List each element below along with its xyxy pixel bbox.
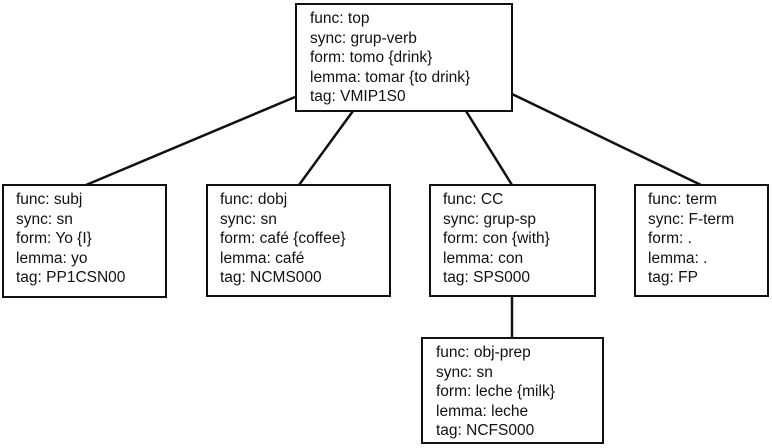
node-func: func: obj-prep (436, 344, 531, 361)
node-sync: sync: sn (436, 363, 493, 381)
node-sync: sync: grup-verb (310, 29, 417, 47)
edge-top-to-cc (464, 110, 514, 186)
node-sync: sync: F-term (648, 210, 735, 228)
edge-top-to-dobj (297, 110, 355, 186)
node-func: func: top (310, 10, 370, 27)
node-func: func: CC (443, 191, 504, 208)
node-subj: func: subj sync: sn form: Yo {I} lemma: … (2, 184, 167, 298)
node-tag: tag: PP1CSN00 (16, 269, 126, 286)
node-tag: tag: VMIP1S0 (310, 88, 406, 105)
node-sync: sync: sn (220, 210, 277, 228)
node-func: func: term (648, 191, 717, 208)
node-lemma: lemma: tomar {to drink} (310, 68, 471, 86)
node-tag: tag: NCFS000 (436, 422, 535, 439)
node-form: form: . (648, 230, 692, 247)
node-sync: sync: sn (16, 210, 73, 228)
edge-top-to-term (511, 92, 702, 187)
node-sync: sync: grup-sp (443, 210, 537, 228)
node-lemma: lemma: leche (436, 402, 529, 420)
node-form: form: tomo {drink} (310, 49, 433, 66)
node-form: form: café {coffee} (220, 230, 346, 247)
node-dobj: func: dobj sync: sn form: café {coffee} … (206, 184, 391, 297)
node-obj-prep: func: obj-prep sync: sn form: leche {mil… (421, 337, 604, 444)
node-form: form: con {with} (443, 230, 550, 247)
node-top: func: top sync: grup-verb form: tomo {dr… (295, 3, 513, 112)
node-tag: tag: SPS000 (443, 269, 531, 286)
node-func: func: subj (16, 191, 83, 208)
node-func: func: dobj (220, 191, 288, 208)
node-form: form: leche {milk} (436, 383, 555, 400)
node-tag: tag: NCMS000 (220, 269, 322, 286)
node-term: func: term sync: F-term form: . lemma: .… (634, 184, 769, 297)
node-lemma: lemma: con (443, 249, 524, 267)
node-lemma: lemma: café (220, 249, 305, 267)
edge-top-to-subj (85, 95, 296, 187)
node-tag: tag: FP (648, 269, 698, 286)
node-lemma: lemma: yo (16, 249, 88, 267)
node-form: form: Yo {I} (16, 230, 92, 247)
node-lemma: lemma: . (648, 249, 708, 267)
node-cc: func: CC sync: grup-sp form: con {with} … (429, 184, 596, 297)
